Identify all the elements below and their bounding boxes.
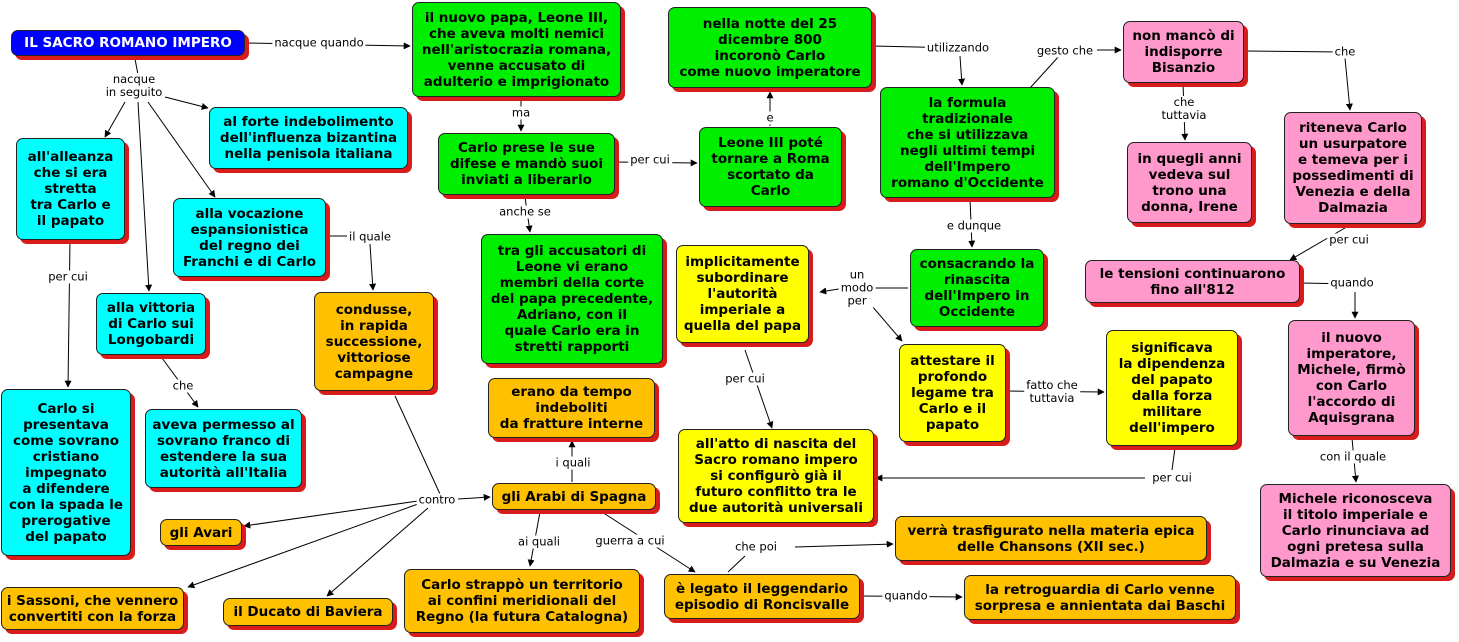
node-fratture[interactable]: erano da tempo indeboliti da fratture in… [488,378,655,438]
node-notte[interactable]: nella notte del 25 dicembre 800 incoronò… [668,7,872,88]
edge-modo-attestare [871,305,903,342]
node-leone-roma[interactable]: Leone III poté tornare a Roma scortato d… [699,127,842,207]
node-michele-ric[interactable]: Michele riconosceva il titolo imperiale … [1260,484,1451,577]
node-usurpatore[interactable]: riteneva Carlo un usurpatore e temeva pe… [1284,112,1422,224]
label-contro: contro [416,492,458,507]
edge-roncisvalle-chepoi [727,555,746,573]
label-e-dunque: e dunque [944,218,1004,233]
label-anche-se: anche se [497,204,553,219]
label-quando-b: quando [882,588,930,603]
edge-contro-arabi [457,493,491,501]
label-ai-quali: ai quali [516,534,562,549]
node-accusatori[interactable]: tra gli accusatori di Leone vi erano mem… [481,234,663,364]
label-i-quali: i quali [553,455,593,470]
label-nacque-quando: nacque quando [272,35,366,50]
node-avari[interactable]: gli Avari [160,519,242,546]
edge-contro-baviera [326,507,429,597]
node-dipendenza[interactable]: significava la dipendenza del papato dal… [1106,330,1238,446]
node-michele[interactable]: il nuovo imperatore, Michele, firmò con … [1288,320,1415,436]
node-permesso[interactable]: aveva permesso al sovrano franco di este… [145,409,302,488]
node-indebolimento[interactable]: al forte indebolimento dell'influenza bi… [209,107,408,169]
edge-usurpatore-tensioni [1289,224,1351,261]
node-difese[interactable]: Carlo prese le sue difese e mandò suoi i… [438,133,615,195]
label-guerra-a-cui: guerra a cui [593,533,667,548]
node-nascita[interactable]: all'atto di nascita del Sacro romano imp… [678,429,874,523]
node-sassoni[interactable]: i Sassoni, che vennero convertiti con la… [1,587,184,630]
node-sovrano[interactable]: Carlo si presentava come sovrano cristia… [1,389,131,556]
edge-contro-sassoni [187,503,419,589]
edge-seguito-indebolimento [164,96,209,110]
label-che-b: che [170,378,196,393]
edge-subordinare-nascita [744,349,774,429]
node-retroguardia[interactable]: la retroguardia di Carlo venne sorpresa … [964,575,1236,620]
label-che-tuttavia: che tuttavia [1159,95,1209,122]
label-con-il-quale: con il quale [1317,449,1389,464]
node-catalogna[interactable]: Carlo strappò un territorio ai confini m… [404,569,640,633]
edge-alleanza-sovrano [64,239,72,388]
edge-dipendenza-percui [1171,447,1176,471]
node-condusse[interactable]: condusse, in rapida successione, vittori… [314,292,434,391]
label-nacque-seguito: nacque in seguito [103,72,165,99]
label-per-cui-a: per cui [46,269,90,284]
edge-condusse-contro [394,395,441,495]
edge-contro-avari [243,500,419,529]
node-bisanzio[interactable]: non mancò di indisporre Bisanzio [1123,21,1244,83]
label-per-cui-b: per cui [628,152,672,167]
edge-seguito-longobardi [137,101,153,292]
node-chansons[interactable]: verrà trasfigurato nella materia epica d… [895,516,1207,561]
label-utilizzando: utilizzando [924,40,992,55]
node-tensioni[interactable]: le tensioni continuarono fino all'812 [1085,260,1300,303]
node-irene[interactable]: in quegli anni vedeva sul trono una donn… [1127,142,1252,223]
node-baviera[interactable]: il Ducato di Baviera [223,598,393,626]
node-alleanza[interactable]: all'alleanza che si era stretta tra Carl… [16,138,125,240]
label-un-modo-per: un modo per [838,267,876,308]
label-che-poi: che poi [733,539,779,554]
node-subordinare[interactable]: implicitamente subordinare l'autorità im… [676,245,809,343]
node-roncisvalle[interactable]: è legato il leggendario episodio di Ronc… [664,574,860,619]
edge-formula-gesto [1029,54,1061,89]
node-consacrando[interactable]: consacrando la rinascita dell'Impero in … [910,249,1044,327]
node-longobardi[interactable]: alla vittoria di Carlo sui Longobardi [96,293,206,355]
edge-che-usurpatore [1344,57,1353,111]
node-title[interactable]: IL SACRO ROMANO IMPERO [11,30,245,56]
label-per-cui-c: per cui [1327,232,1371,247]
edge-seguito-alleanza [104,101,126,138]
label-il-quale: il quale [347,229,393,244]
node-arabi[interactable]: gli Arabi di Spagna [492,483,656,510]
label-e: e [764,110,776,125]
label-che-a: che [1332,44,1358,59]
edge-vocazione-condusse-b [369,243,377,291]
node-vocazione[interactable]: alla vocazione espansionistica del regno… [173,198,326,277]
label-quando-a: quando [1328,275,1376,290]
node-papa[interactable]: il nuovo papa, Leone III, che aveva molt… [412,2,621,97]
label-fatto-che: fatto che tuttavia [1024,378,1080,405]
label-ma: ma [509,105,533,120]
node-formula[interactable]: la formula tradizionale che si utilizzav… [880,87,1055,198]
label-gesto-che: gesto che [1034,43,1096,58]
edge-chepoi-chansons [794,540,894,548]
edge-utilizzando-formula [958,55,966,86]
node-attestare[interactable]: attestare il profondo legame tra Carlo e… [899,344,1006,442]
edge-seguito-vocazione [147,101,216,198]
label-per-cui-e: per cui [1150,470,1194,485]
label-per-cui-d: per cui [723,371,767,386]
edge-bisanzio-che [1245,50,1343,53]
